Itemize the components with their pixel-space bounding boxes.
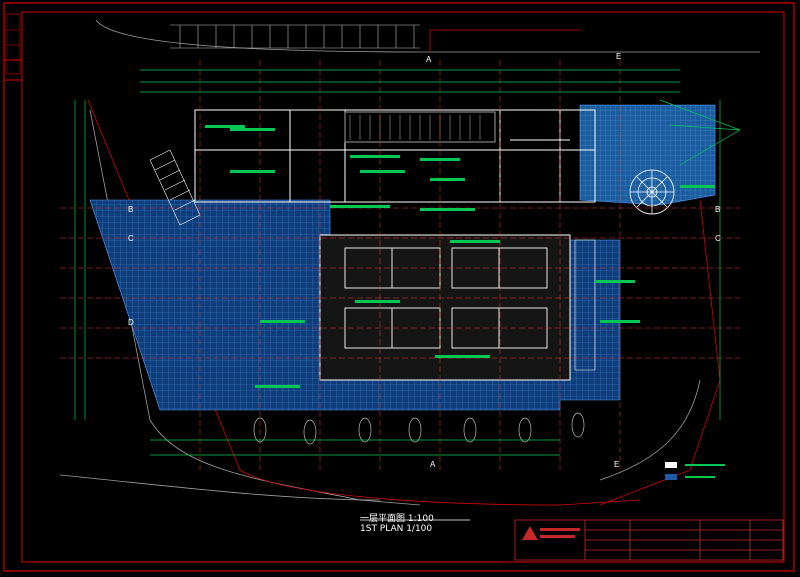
stair-treads: [349, 115, 481, 140]
title-block: [514, 519, 784, 561]
landscape-trees: [253, 412, 585, 445]
grid-bubble-icon: C: [128, 234, 134, 243]
legend-swatches: [665, 462, 725, 480]
grid-bubble-icon: B: [128, 205, 134, 214]
parking-stalls: [170, 24, 420, 49]
section-marker-icon: A: [430, 460, 436, 469]
site-boundary: [59, 19, 760, 506]
room-labels-green: [205, 125, 715, 388]
section-marker-icon: A: [426, 55, 432, 64]
drawing-title-cn: 一层平面图 1:100: [360, 514, 434, 524]
grid-bubble-icon: B: [715, 205, 721, 214]
drawing-frame: [3, 2, 795, 572]
section-marker-icon: E: [616, 52, 622, 61]
spiral-stair-icon: [629, 169, 675, 215]
drawing-title: 一层平面图 1:100 1ST PLAN 1/100: [360, 514, 470, 534]
grid-axes: [60, 60, 740, 470]
title-block-logo-icon: [522, 526, 580, 540]
dimension-lines: [74, 69, 741, 456]
property-line: [87, 29, 721, 506]
grid-bubble-icon: C: [715, 234, 721, 243]
grid-bubble-icon: D: [128, 318, 134, 327]
drawing-title-en: 1ST PLAN 1/100: [360, 524, 433, 534]
section-marker-icon: E: [614, 460, 620, 469]
